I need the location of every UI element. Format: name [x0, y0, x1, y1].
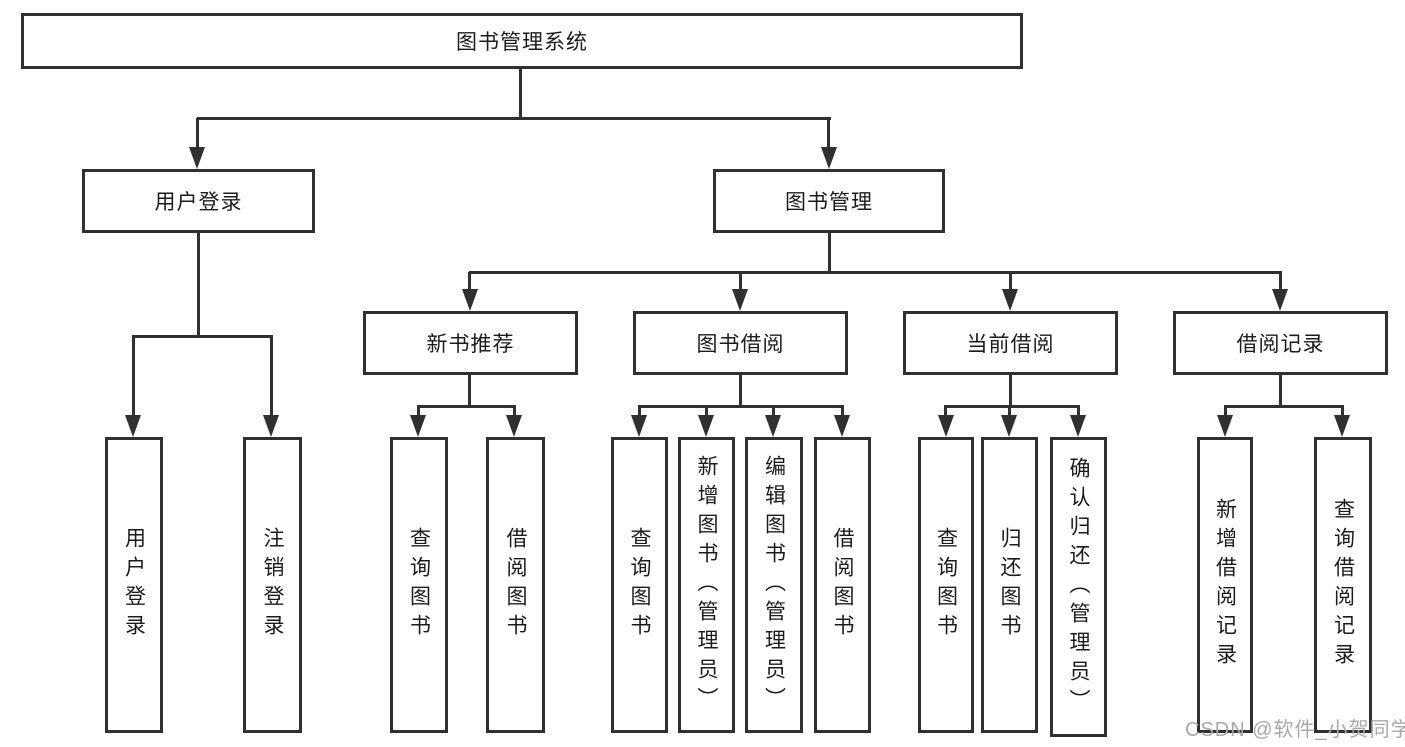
node-book-management: 图书管理 — [713, 169, 945, 233]
arrowhead-down-icon — [410, 415, 426, 437]
leaf-query-books-borrow-label: 查询图书 — [628, 527, 651, 643]
leaf-query-books-borrow: 查询图书 — [611, 437, 668, 733]
leaf-return-books-label: 归还图书 — [998, 527, 1021, 643]
connector-currentborrow-crossbar — [944, 405, 1080, 408]
node-root-label: 图书管理系统 — [456, 31, 588, 54]
node-book-borrow: 图书借阅 — [633, 311, 848, 375]
leaf-query-books-current-label: 查询图书 — [934, 527, 958, 643]
connector-bookborrow-stem — [739, 375, 742, 406]
arrowhead-down-icon — [834, 415, 850, 437]
arrowhead-down-icon — [1001, 415, 1017, 437]
node-book-management-label: 图书管理 — [785, 191, 873, 214]
leaf-add-books-admin-label: 新增图书（管理员） — [695, 454, 718, 716]
arrowhead-down-icon — [1272, 289, 1288, 311]
csdn-watermark: CSDN @软件_小贺同学 — [1185, 719, 1405, 741]
leaf-confirm-return-admin-label: 确认归还（管理员） — [1067, 456, 1090, 718]
connector-drop — [270, 336, 273, 415]
connector-userlogin-stem — [197, 233, 200, 336]
connector-drop — [638, 406, 641, 415]
connector-borrowrecords-crossbar — [1224, 405, 1344, 408]
connector-borrowrecords-stem — [1279, 375, 1282, 406]
leaf-query-books-recommend: 查询图书 — [390, 437, 448, 733]
connector-drop-book-mgmt — [827, 118, 830, 149]
leaf-confirm-return-admin: 确认归还（管理员） — [1050, 437, 1107, 737]
connector-bookmgmt-crossbar — [469, 271, 1282, 274]
node-borrow-records: 借阅记录 — [1173, 311, 1388, 375]
arrowhead-down-icon — [462, 289, 478, 311]
node-current-borrow: 当前借阅 — [903, 311, 1118, 375]
leaf-borrow-books-recommend-label: 借阅图书 — [504, 527, 527, 643]
leaf-add-books-admin: 新增图书（管理员） — [678, 437, 735, 733]
leaf-query-books-current: 查询图书 — [918, 437, 974, 733]
node-current-borrow-label: 当前借阅 — [966, 333, 1055, 356]
arrowhead-down-icon — [1217, 415, 1233, 437]
connector-drop — [468, 272, 471, 289]
arrowhead-down-icon — [698, 415, 714, 437]
arrowhead-down-icon — [1070, 415, 1086, 437]
node-new-book-recommend-label: 新书推荐 — [426, 333, 515, 356]
node-root-library-system: 图书管理系统 — [21, 13, 1023, 69]
node-book-borrow-label: 图书借阅 — [696, 333, 785, 356]
connector-drop — [739, 272, 742, 289]
connector-currentborrow-stem — [1009, 375, 1012, 406]
node-user-login-label: 用户登录 — [154, 191, 243, 214]
connector-root-crossbar — [197, 117, 831, 120]
leaf-query-books-recommend-label: 查询图书 — [407, 527, 431, 643]
arrowhead-down-icon — [631, 415, 647, 437]
leaf-borrow-books-recommend: 借阅图书 — [486, 437, 545, 733]
leaf-user-login: 用户登录 — [105, 437, 163, 733]
connector-drop — [705, 406, 708, 415]
leaf-add-borrow-record: 新增借阅记录 — [1197, 437, 1253, 733]
connector-drop — [772, 406, 775, 415]
arrowhead-down-icon — [1334, 415, 1350, 437]
connector-root-stem — [519, 69, 522, 118]
leaf-query-borrow-record: 查询借阅记录 — [1314, 437, 1372, 733]
arrowhead-down-icon — [765, 415, 781, 437]
node-borrow-records-label: 借阅记录 — [1236, 333, 1325, 356]
leaf-edit-books-admin: 编辑图书（管理员） — [745, 437, 803, 733]
connector-drop — [1341, 406, 1344, 415]
connector-drop — [1008, 406, 1011, 415]
connector-drop — [1279, 272, 1282, 289]
leaf-query-borrow-record-label: 查询借阅记录 — [1331, 498, 1355, 672]
leaf-logout-label: 注销登录 — [261, 527, 284, 643]
leaf-user-login-label: 用户登录 — [122, 527, 146, 643]
connector-drop — [1224, 406, 1227, 415]
leaf-return-books: 归还图书 — [981, 437, 1038, 733]
arrowhead-down-icon — [125, 415, 141, 437]
node-user-login: 用户登录 — [82, 169, 315, 233]
connector-drop — [417, 406, 420, 415]
arrowhead-down-icon — [821, 147, 837, 169]
leaf-borrow-books: 借阅图书 — [814, 437, 871, 733]
connector-bookborrow-crossbar — [638, 405, 844, 408]
connector-drop — [1009, 272, 1012, 289]
connector-drop — [132, 336, 135, 415]
arrowhead-down-icon — [263, 415, 279, 437]
arrowhead-down-icon — [506, 415, 522, 437]
leaf-add-borrow-record-label: 新增借阅记录 — [1213, 498, 1237, 672]
connector-drop-user-login — [196, 118, 199, 149]
connector-drop — [1077, 406, 1080, 415]
arrowhead-down-icon — [1002, 289, 1018, 311]
connector-drop — [944, 406, 947, 415]
leaf-borrow-books-label: 借阅图书 — [831, 527, 854, 643]
arrowhead-down-icon — [938, 415, 954, 437]
connector-userlogin-crossbar — [132, 335, 273, 338]
leaf-edit-books-admin-label: 编辑图书（管理员） — [762, 454, 786, 716]
connector-drop — [513, 406, 516, 415]
node-new-book-recommend: 新书推荐 — [363, 311, 578, 375]
leaf-logout: 注销登录 — [243, 437, 302, 733]
arrowhead-down-icon — [732, 289, 748, 311]
connector-newbook-stem — [468, 375, 471, 406]
connector-drop — [841, 406, 844, 415]
connector-newbook-crossbar — [417, 405, 516, 408]
connector-bookmgmt-stem — [828, 233, 831, 272]
arrowhead-down-icon — [189, 147, 205, 169]
